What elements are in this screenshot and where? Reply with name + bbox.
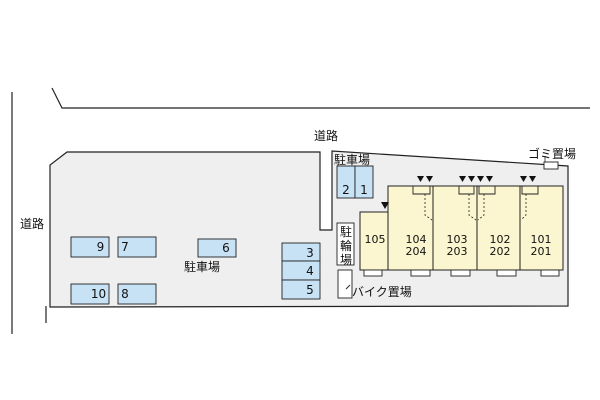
parking-space-1 (354, 165, 374, 199)
bicycle-parking-label: 駐輪場 (339, 225, 352, 267)
parking-space-6 (197, 238, 237, 258)
road-label-top: 道路 (314, 129, 339, 143)
road-top-edge (51, 87, 590, 109)
parking-space-8 (117, 283, 157, 305)
unit-102-202: 102 202 (489, 233, 511, 258)
parking-number-9: 9 (96, 240, 105, 254)
unit-101-201: 101 201 (530, 233, 552, 258)
bike-parking (337, 269, 353, 299)
apartment-building (359, 185, 564, 271)
parking-label-main: 駐車場 (184, 260, 221, 274)
parking-number-8: 8 (121, 287, 129, 301)
entrance-arrows (381, 176, 536, 209)
road-label-left: 道路 (20, 217, 45, 231)
bike-parking-label: バイク置場 (352, 285, 412, 299)
garbage-label: ゴミ置場 (528, 147, 577, 161)
parking-space-5 (281, 279, 321, 300)
parking-number-3: 3 (306, 246, 314, 260)
unit-105: 105 (364, 233, 386, 246)
parking-number-4: 4 (306, 264, 314, 278)
parking-label-top: 駐車場 (334, 153, 371, 167)
unit-104-204: 104 204 (405, 233, 427, 258)
parking-space-9 (70, 236, 110, 258)
parking-number-10: 10 (90, 287, 107, 301)
unit-103-203: 103 203 (446, 233, 468, 258)
parking-number-2: 2 (342, 183, 350, 197)
parking-number-6: 6 (222, 241, 230, 255)
parking-space-7 (117, 236, 157, 258)
parking-number-5: 5 (306, 283, 314, 297)
parking-number-7: 7 (121, 240, 129, 254)
garbage-box (543, 161, 559, 170)
parking-space-10 (70, 283, 110, 305)
parking-number-1: 1 (360, 183, 368, 197)
bicycle-parking (336, 222, 355, 266)
